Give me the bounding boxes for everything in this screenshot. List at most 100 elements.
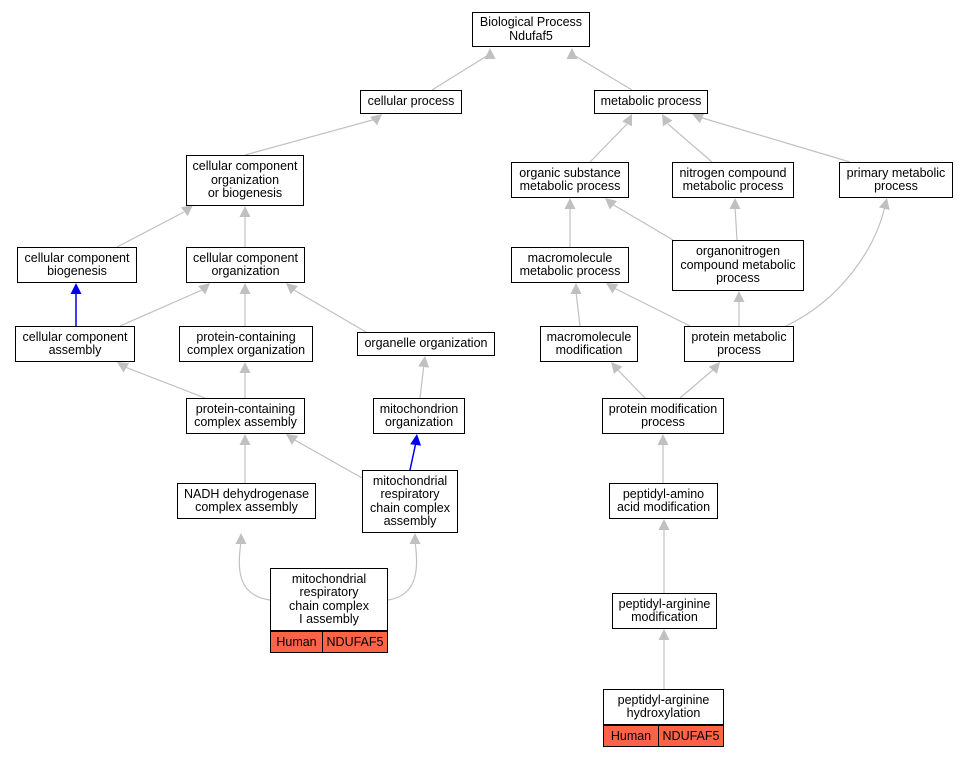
arrowhead [708, 362, 720, 374]
edge-line [575, 291, 581, 327]
annotation-gene[interactable]: NDUFAF5 [658, 726, 723, 746]
edge-line [734, 205, 738, 241]
node-protein-complex-organization[interactable]: protein-containing complex organization [179, 326, 313, 362]
node-organic-substance-metabolic[interactable]: organic substance metabolic process [511, 162, 629, 198]
node-mito-resp-chain-complex-i-assembly[interactable]: mitochondrial respiratory chain complex … [270, 568, 388, 631]
edge-primary-to-metabolic [692, 113, 851, 163]
node-macromolecule-metabolic[interactable]: macromolecule metabolic process [511, 247, 629, 283]
arrowhead [239, 206, 251, 217]
arrowhead [692, 113, 705, 124]
annotation-species[interactable]: Human [610, 728, 652, 743]
arrowhead [662, 114, 673, 127]
edge-complexi-to-mrca [387, 533, 421, 601]
node-mito-resp-chain-assembly[interactable]: mitochondrial respiratory chain complex … [362, 470, 458, 533]
arrowhead [235, 533, 247, 544]
edge-pcorg-to-ccorg [239, 283, 251, 326]
arrowhead [286, 434, 299, 445]
node-protein-modification[interactable]: protein modification process [602, 398, 724, 434]
node-mitochondrion-organization[interactable]: mitochondrion organization [373, 398, 465, 434]
edge-pargmod-to-pamod [658, 519, 670, 593]
arrowhead [370, 114, 382, 126]
arrowhead [484, 48, 496, 59]
edge-macro-to-organic [564, 198, 576, 247]
arrowhead [657, 434, 669, 445]
edge-line [116, 211, 185, 248]
arrowhead [198, 283, 210, 295]
edge-line [611, 203, 674, 241]
edge-line [698, 116, 851, 163]
node-cc-assembly[interactable]: cellular component assembly [15, 326, 135, 362]
arrowhead [239, 434, 251, 445]
edge-ccorg-to-ccob [239, 206, 251, 247]
arrowhead [409, 533, 421, 544]
annotation-gene[interactable]: NDUFAF5 [322, 632, 387, 652]
node-primary-metabolic[interactable]: primary metabolic process [839, 162, 953, 198]
node-peptidyl-arginine-modification[interactable]: peptidyl-arginine modification [612, 593, 717, 629]
node-macromolecule-modification[interactable]: macromolecule modification [540, 326, 638, 362]
edge-ccob-to-cellular [244, 114, 382, 156]
arrowhead [286, 283, 298, 295]
edge-line [431, 53, 491, 91]
arrowhead [733, 291, 745, 302]
edge-pcassembly-to-ccassembly [117, 362, 206, 399]
node-cellular-process[interactable]: cellular process [360, 90, 462, 114]
edge-line [785, 205, 886, 327]
edge-parghyd-to-pargmod [658, 629, 670, 689]
arrowhead [564, 198, 576, 209]
arrowhead [570, 283, 582, 294]
annotation-species[interactable]: Human [276, 634, 317, 649]
edge-organonitrogen-to-organic [605, 198, 674, 241]
annotation-row-hydroxylation: Human NDUFAF5 [603, 725, 724, 747]
edge-mrca-to-pcassembly [286, 434, 363, 479]
arrowhead [180, 205, 193, 217]
arrowhead [70, 283, 82, 294]
arrowhead [658, 519, 670, 530]
node-protein-complex-assembly[interactable]: protein-containing complex assembly [186, 398, 305, 434]
edge-line [613, 287, 691, 327]
arrowhead [611, 362, 623, 374]
edge-line [589, 123, 628, 163]
arrowhead [878, 198, 890, 211]
edge-ccbio-to-ccob [116, 205, 193, 248]
node-nitrogen-compound-metabolic[interactable]: nitrogen compound metabolic process [672, 162, 794, 198]
edge-line [679, 368, 715, 399]
arrowhead [239, 362, 251, 373]
edge-organelle-to-ccorg [286, 283, 367, 333]
arrowhead [729, 198, 741, 209]
edge-line [667, 123, 713, 163]
node-cc-biogenesis[interactable]: cellular component biogenesis [17, 247, 137, 283]
node-biological-process[interactable]: Biological Process Ndufaf5 [472, 12, 590, 47]
edge-cellular-to-biological [431, 48, 496, 91]
edge-ccassembly-to-ccbio [70, 283, 82, 326]
edge-mrca-to-mitoorg [409, 434, 422, 471]
edge-nadh-to-pcassembly [239, 434, 251, 483]
node-nadh-dehydrogenase-assembly[interactable]: NADH dehydrogenase complex assembly [177, 483, 316, 519]
edge-macromod-to-macro [570, 283, 582, 327]
node-peptidyl-arginine-hydroxylation[interactable]: peptidyl-arginine hydroxylation [603, 689, 724, 725]
edge-line [244, 118, 377, 156]
node-organonitrogen-metabolic[interactable]: organonitrogen compound metabolic proces… [672, 240, 804, 291]
edge-nitrogen-to-metabolic [662, 114, 713, 163]
node-protein-metabolic[interactable]: protein metabolic process [684, 326, 794, 362]
arrowhead [239, 283, 251, 294]
edge-proteinmet-to-organonitrogen [733, 291, 745, 326]
edge-organonitrogen-to-nitrogen [729, 198, 741, 241]
edge-proteinmet-to-primary [785, 198, 890, 327]
edge-line [571, 53, 633, 91]
arrowhead [622, 114, 632, 127]
edge-line [409, 441, 417, 471]
node-organelle-organization[interactable]: organelle organization [357, 332, 495, 356]
node-peptidyl-amino-acid-modification[interactable]: peptidyl-amino acid modification [609, 483, 718, 519]
edge-line [616, 368, 646, 399]
arrowhead [605, 198, 617, 210]
node-cc-organization-or-biogenesis[interactable]: cellular component organization or bioge… [186, 155, 304, 206]
node-cc-organization[interactable]: cellular component organization [186, 247, 305, 283]
edge-line [419, 363, 425, 399]
arrowhead [418, 356, 430, 368]
edge-line [293, 289, 367, 333]
arrowhead [658, 629, 670, 640]
arrowhead [117, 362, 130, 373]
edge-line [119, 289, 203, 327]
edge-metabolic-to-biological [566, 48, 633, 91]
node-metabolic-process[interactable]: metabolic process [594, 90, 708, 114]
